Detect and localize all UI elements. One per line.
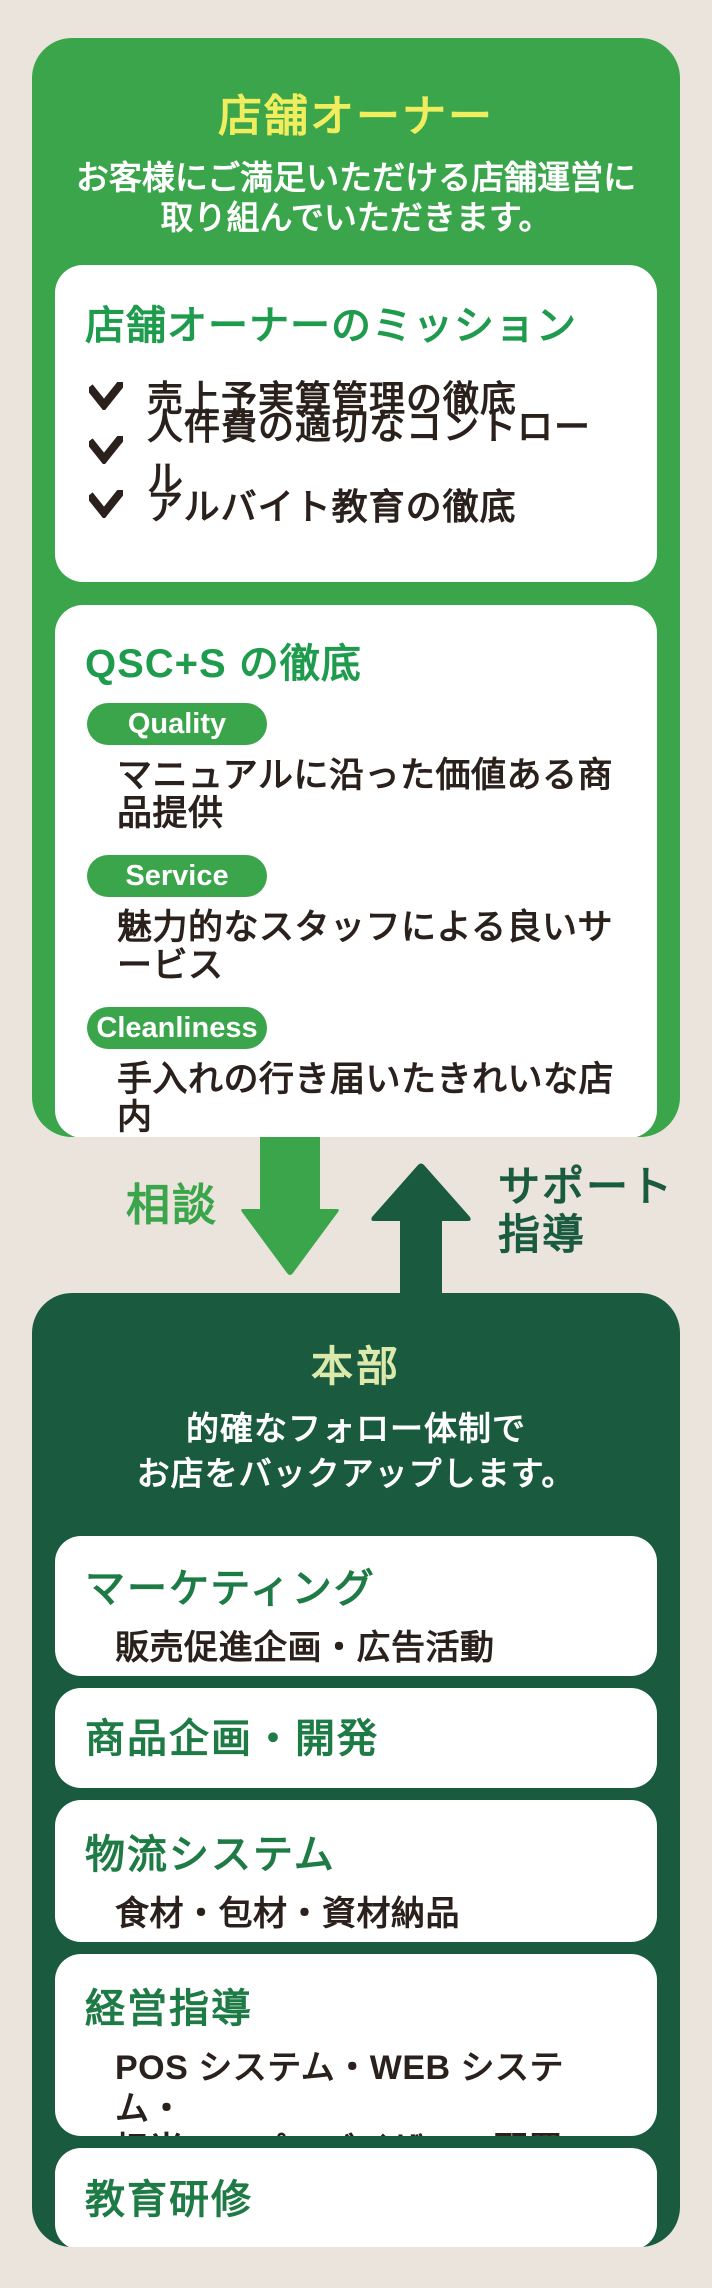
store-owner-card: 店舗オーナー お客様にご満足いただける店舗運営に 取り組んでいただきます。 店舗… <box>32 38 680 1137</box>
dept-card-management-guidance: 経営指導 POS システム・WEB システム・ 担当スーパーバイザーの配置 <box>55 1954 657 2136</box>
dept-product-planning-title: 商品企画・開発 <box>85 1717 379 1761</box>
mission-item-label: 人件費の適切なコントロール <box>147 406 592 499</box>
dept-management-guidance-desc: POS システム・WEB システム・ 担当スーパーバイザーの配置 <box>115 2048 627 2136</box>
dept-card-product-planning: 商品企画・開発 <box>55 1688 657 1788</box>
mission-item-label: 売上予実算管理の徹底 <box>147 378 518 419</box>
service-pill: Service <box>87 855 267 897</box>
support-label-line1: サポート <box>498 1163 675 1210</box>
service-desc: 魅力的なスタッフによる良いサービス <box>117 908 613 985</box>
headquarters-subtitle: 的確なフォロー体制で お店をバックアップします。 <box>55 1406 657 1496</box>
headquarters-card: 本部 的確なフォロー体制で お店をバックアップします。 マーケティング 販売促進… <box>32 1293 680 2247</box>
up-arrow-icon <box>371 1163 471 1293</box>
qsc-group-service: Service 魅力的なスタッフによる良いサービス <box>85 855 627 985</box>
dept-management-guidance-title: 経営指導 <box>85 1987 253 2031</box>
qsc-group-cleanliness: Cleanliness 手入れの行き届いたきれいな店内 <box>85 1007 627 1137</box>
headquarters-subtitle-line1: 的確なフォロー体制で <box>186 1410 526 1447</box>
dept-marketing-desc: 販売促進企画・広告活動 <box>115 1629 495 1667</box>
quality-pill: Quality <box>87 703 267 745</box>
quality-desc: マニュアルに沿った価値ある商品提供 <box>117 756 613 833</box>
consultation-label: 相談 <box>126 1181 218 1230</box>
mission-item: アルバイト教育の徹底 <box>85 477 627 531</box>
dept-card-training: 教育研修 <box>55 2148 657 2247</box>
dept-management-guidance-desc-line2: 担当スーパーバイザーの配置 <box>115 2130 627 2136</box>
support-guidance-label: サポート 指導 <box>498 1163 674 1259</box>
check-icon <box>89 382 123 410</box>
dept-card-logistics: 物流システム 食材・包材・資材納品 <box>55 1800 657 1942</box>
qsc-card: QSC+S の徹底 Quality マニュアルに沿った価値ある商品提供 Serv… <box>55 605 657 1137</box>
mission-card: 店舗オーナーのミッション 売上予実算管理の徹底 人件費の適切なコントロール <box>55 265 657 582</box>
dept-marketing-title: マーケティング <box>85 1567 376 1611</box>
flow-zone: 相談 サポート 指導 <box>0 1137 712 1293</box>
qsc-group-quality: Quality マニュアルに沿った価値ある商品提供 <box>85 703 627 833</box>
dept-training-title: 教育研修 <box>85 2178 253 2222</box>
mission-list: 売上予実算管理の徹底 人件費の適切なコントロール アルバイト教育の徹底 <box>85 369 627 531</box>
mission-item: 売上予実算管理の徹底 <box>85 369 627 423</box>
dept-management-guidance-desc-line1: POS システム・WEB システム・ <box>115 2049 564 2128</box>
dept-logistics-title: 物流システム <box>85 1833 336 1877</box>
mission-item: 人件費の適切なコントロール <box>85 406 627 499</box>
dept-card-marketing: マーケティング 販売促進企画・広告活動 <box>55 1536 657 1676</box>
cleanliness-desc: 手入れの行き届いたきれいな店内 <box>117 1060 615 1137</box>
store-owner-subtitle-line1: お客様にご満足いただける店舗運営に <box>75 159 637 196</box>
cleanliness-pill: Cleanliness <box>87 1007 267 1049</box>
down-arrow-icon <box>241 1137 339 1275</box>
store-owner-subtitle: お客様にご満足いただける店舗運営に 取り組んでいただきます。 <box>55 158 657 238</box>
dept-logistics-desc: 食材・包材・資材納品 <box>115 1895 460 1933</box>
check-icon <box>89 436 123 464</box>
mission-item-label: アルバイト教育の徹底 <box>147 486 517 527</box>
headquarters-title: 本部 <box>310 1343 401 1390</box>
store-owner-title: 店舗オーナー <box>218 92 494 141</box>
headquarters-subtitle-line2: お店をバックアップします。 <box>136 1455 576 1492</box>
check-icon <box>89 490 123 518</box>
mission-heading: 店舗オーナーのミッション <box>85 304 577 348</box>
qsc-heading: QSC+S の徹底 <box>85 642 362 686</box>
support-label-line2: 指導 <box>498 1211 587 1258</box>
store-owner-subtitle-line2: 取り組んでいただきます。 <box>160 199 552 236</box>
